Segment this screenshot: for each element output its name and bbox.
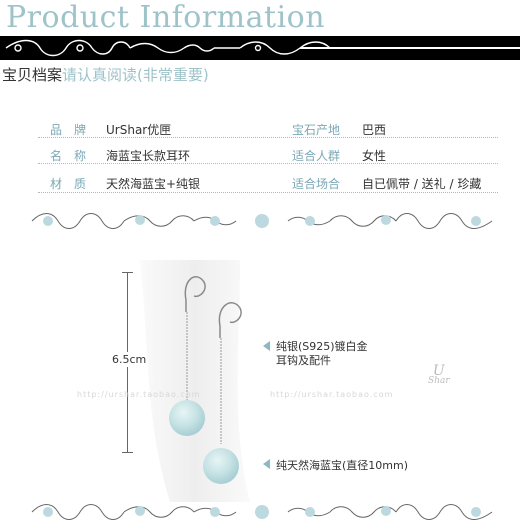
note-silver-line2: 耳钩及配件 — [276, 354, 331, 367]
row-divider — [38, 137, 498, 138]
page-title: Product Information — [6, 0, 326, 35]
aquamarine-stone-icon — [169, 400, 205, 436]
callout-arrow-icon — [263, 341, 270, 351]
value-audience: 女性 — [362, 149, 387, 163]
value-origin: 巴西 — [362, 123, 387, 137]
subtitle-note: 请认真阅读(非常重要) — [62, 66, 209, 84]
aquamarine-stone-icon — [203, 448, 239, 484]
value-occasion: 自已佩带 / 送礼 / 珍藏 — [362, 177, 482, 191]
swirl-ornament-icon — [31, 213, 493, 229]
length-tick-bottom — [122, 452, 133, 453]
label-material: 材 质 — [50, 177, 87, 191]
label-name: 名 称 — [50, 149, 87, 163]
ornament-banner — [0, 36, 520, 60]
watermark: http://urshar.taobao.com — [270, 390, 394, 399]
divider-ornament-bottom — [30, 497, 495, 527]
label-brand: 品 牌 — [50, 123, 87, 137]
brand-logo: U Shar — [428, 363, 450, 386]
note-silver-line1: 纯银(S925)镀白金 — [276, 340, 368, 353]
value-brand: UrShar优匣 — [106, 123, 172, 137]
value-name: 海蓝宝长款耳环 — [106, 149, 191, 163]
subtitle: 宝贝档案请认真阅读(非常重要) — [2, 64, 209, 85]
label-origin: 宝石产地 — [292, 123, 341, 137]
label-occasion: 适合场合 — [292, 177, 341, 191]
row-divider — [38, 192, 498, 193]
divider-ornament-top — [30, 206, 495, 236]
row-divider — [38, 163, 498, 164]
watermark: http://urshar.taobao.com — [77, 390, 201, 399]
label-audience: 适合人群 — [292, 149, 341, 163]
note-stone: 纯天然海蓝宝(直径10mm) — [276, 459, 409, 472]
brand-logo-line2: Shar — [428, 376, 450, 386]
brand-logo-line1: U — [432, 363, 445, 379]
callout-arrow-icon — [263, 459, 270, 469]
length-label: 6.5cm — [111, 352, 148, 367]
subtitle-main: 宝贝档案 — [2, 66, 63, 84]
product-photo — [0, 240, 520, 502]
scroll-ornament-icon — [5, 39, 520, 57]
earring-illustration — [140, 260, 250, 502]
swirl-ornament-icon — [31, 504, 493, 520]
length-tick-top — [122, 272, 133, 273]
value-material: 天然海蓝宝+纯银 — [106, 177, 201, 191]
